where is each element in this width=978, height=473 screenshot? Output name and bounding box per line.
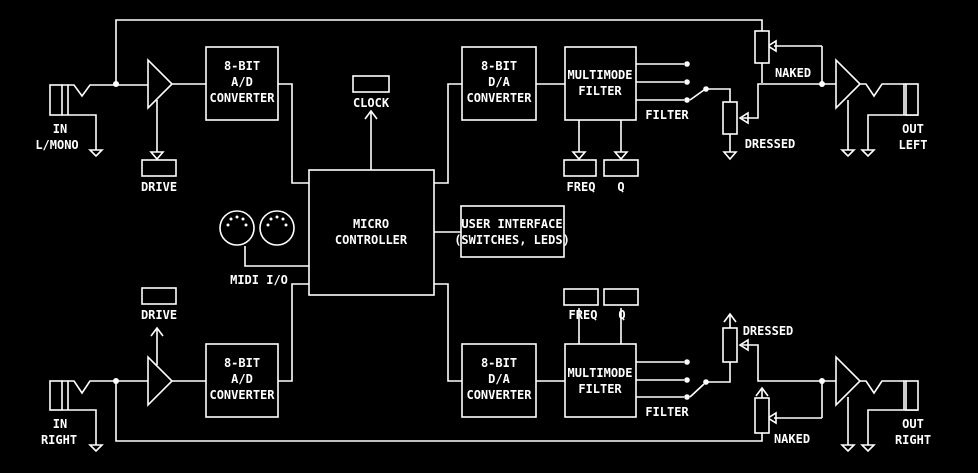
- drive-control-left: [141, 159, 177, 177]
- filter-right: [564, 343, 637, 418]
- label-in-right-2: RIGHT: [41, 433, 77, 447]
- ui-line2: (SWITCHES, LEDS): [454, 233, 570, 247]
- label-filter-left: FILTER: [645, 108, 689, 122]
- input-jack-right: [49, 380, 69, 411]
- micro-line1: MICRO: [353, 217, 389, 231]
- freq-control-left: [563, 159, 597, 177]
- naked-pot-left: [754, 30, 770, 64]
- adc-left-line3: CONVERTER: [209, 91, 275, 105]
- label-naked-left: NAKED: [775, 66, 811, 80]
- label-filter-right: FILTER: [645, 405, 689, 419]
- label-in-left-1: IN: [53, 122, 67, 136]
- midi-connector-2: [259, 210, 295, 246]
- adc-right-line2: A/D: [231, 372, 253, 386]
- filter-right-line2: FILTER: [578, 382, 622, 396]
- adc-right-line3: CONVERTER: [209, 388, 275, 402]
- dac-right-line3: CONVERTER: [466, 388, 532, 402]
- label-q-right: Q: [618, 308, 625, 322]
- dac-right-line1: 8-BIT: [481, 356, 517, 370]
- label-out-right-2: RIGHT: [895, 433, 931, 447]
- input-jack-left: [49, 84, 69, 116]
- label-in-left-2: L/MONO: [35, 138, 78, 152]
- dac-left-line3: CONVERTER: [466, 91, 532, 105]
- label-midi: MIDI I/O: [230, 273, 288, 287]
- dac-left: [461, 46, 537, 121]
- micro-line2: CONTROLLER: [335, 233, 408, 247]
- filter-left-line2: FILTER: [578, 84, 622, 98]
- dressed-pot-right: [722, 327, 738, 363]
- label-out-left-2: LEFT: [899, 138, 928, 152]
- bottom-channel-wiring: [62, 283, 918, 453]
- label-naked-right: NAKED: [774, 432, 810, 446]
- label-in-right-1: IN: [53, 417, 67, 431]
- ui-line1: USER INTERFACE: [461, 217, 562, 231]
- adc-left: [205, 46, 279, 121]
- clock-block: [352, 75, 390, 93]
- output-buffer-left: [835, 58, 862, 110]
- adc-right-line1: 8-BIT: [224, 356, 260, 370]
- label-freq-left: FREQ: [567, 180, 596, 194]
- naked-pot-right: [754, 397, 770, 434]
- filter-left-line1: MULTIMODE: [567, 68, 632, 82]
- filter-left: [564, 46, 637, 121]
- adc-left-line2: A/D: [231, 75, 253, 89]
- q-control-right: [603, 288, 639, 306]
- input-buffer-left: [147, 58, 174, 110]
- q-control-left: [603, 159, 639, 177]
- label-q-left: Q: [617, 180, 624, 194]
- micro-controller: [308, 169, 435, 296]
- output-buffer-right: [835, 355, 862, 407]
- top-channel-wiring: [62, 19, 918, 184]
- label-dressed-right: DRESSED: [743, 324, 794, 338]
- midi-link: [244, 246, 309, 267]
- label-drive-left: DRIVE: [141, 180, 177, 194]
- drive-control-right: [141, 287, 177, 305]
- label-drive-right: DRIVE: [141, 308, 177, 322]
- dac-right-line2: D/A: [488, 372, 510, 386]
- filter-right-line1: MULTIMODE: [567, 366, 632, 380]
- input-buffer-right: [147, 355, 174, 407]
- label-dressed-left: DRESSED: [745, 137, 796, 151]
- dac-left-line1: 8-BIT: [481, 59, 517, 73]
- adc-left-line1: 8-BIT: [224, 59, 260, 73]
- label-clock: CLOCK: [353, 96, 390, 110]
- adc-right: [205, 343, 279, 418]
- dac-right: [461, 343, 537, 418]
- label-out-right-1: OUT: [902, 417, 924, 431]
- output-jack-right: [903, 380, 919, 411]
- user-interface-block: [460, 205, 565, 258]
- dressed-pot-left: [722, 101, 738, 135]
- freq-control-right: [563, 288, 599, 306]
- output-jack-left: [903, 83, 919, 116]
- label-freq-right: FREQ: [569, 308, 598, 322]
- midi-connector-1: [219, 210, 255, 246]
- label-out-left-1: OUT: [902, 122, 924, 136]
- dac-left-line2: D/A: [488, 75, 510, 89]
